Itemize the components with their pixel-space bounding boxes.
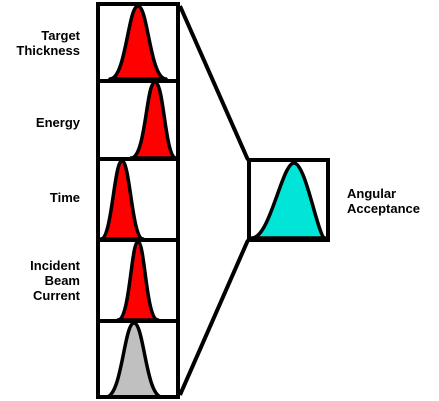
- panel-frame-angular-acceptance: [247, 158, 330, 242]
- label-target-thickness-line1: Target: [41, 28, 80, 43]
- label-time-line1: Time: [49, 190, 80, 205]
- connector-line-bottom: [178, 239, 250, 396]
- panel-incident-beam-current: [96, 238, 180, 323]
- label-target-thickness-line2: Thickness: [16, 43, 80, 58]
- connector-line-top: [178, 5, 250, 161]
- panel-angular-acceptance: [247, 158, 330, 242]
- label-time: Time: [0, 190, 80, 205]
- label-angular-acceptance-line2: Acceptance: [347, 201, 420, 216]
- label-incident-beam-current-line2: Beam: [44, 273, 80, 288]
- label-incident-beam-current-line1: Incident: [30, 258, 80, 273]
- label-incident-beam-current: Incident Beam Current: [0, 258, 80, 303]
- label-angular-acceptance: Angular Acceptance: [347, 186, 420, 216]
- peak-energy: [129, 80, 178, 160]
- label-angular-acceptance-line1: Angular: [347, 186, 397, 201]
- label-energy-line1: Energy: [35, 115, 80, 130]
- peak-incident-beam-current: [116, 240, 160, 322]
- panel-combined: [96, 319, 180, 399]
- panel-target-thickness: [96, 2, 180, 83]
- peak-combined: [104, 321, 164, 399]
- panel-time: [96, 157, 180, 242]
- peak-target-thickness: [108, 4, 168, 81]
- panel-energy: [96, 79, 180, 161]
- label-energy: Energy: [0, 115, 80, 130]
- label-incident-beam-current-line3: Current: [33, 288, 80, 303]
- label-target-thickness: Target Thickness: [0, 28, 80, 58]
- panel-frame-combined: [96, 319, 180, 399]
- peak-angular-acceptance: [250, 161, 327, 240]
- peak-time: [99, 159, 145, 241]
